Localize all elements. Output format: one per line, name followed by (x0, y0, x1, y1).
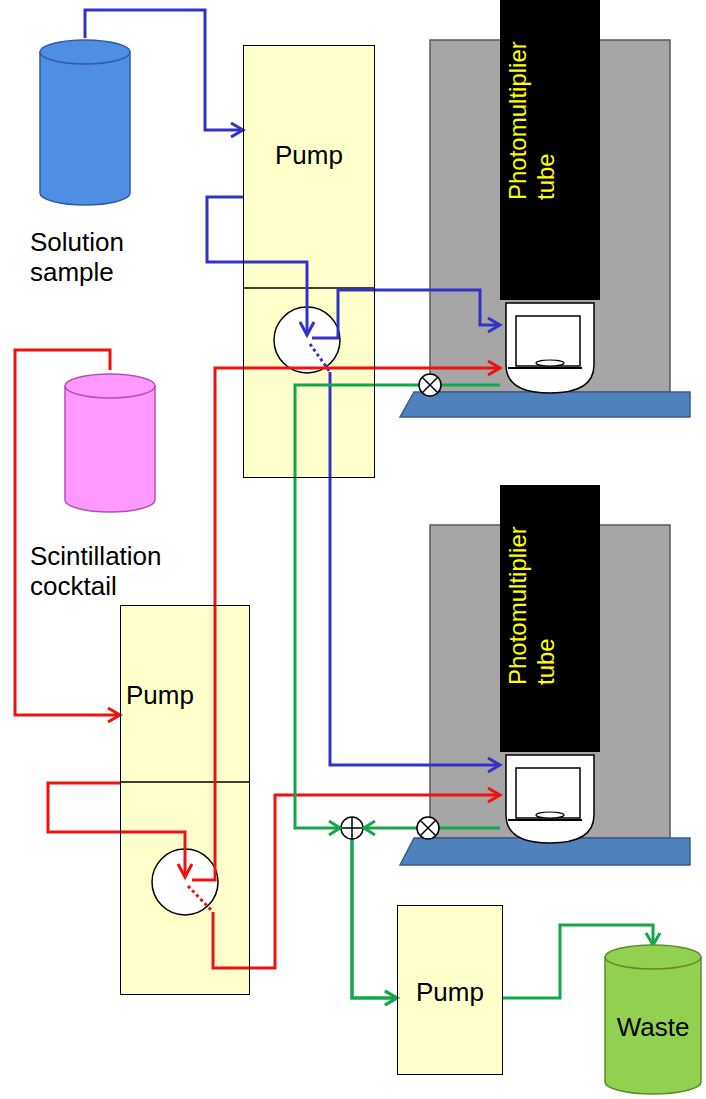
cylinder-shape (25, 370, 175, 514)
pump-fill (397, 905, 503, 1075)
sample-dish (536, 812, 564, 818)
flow-line (375, 290, 500, 332)
valve-path (188, 886, 213, 912)
base-plate (400, 392, 690, 417)
pump-label: Pump (275, 141, 343, 171)
vial (516, 768, 580, 818)
pump-loop (48, 783, 185, 876)
arrow-head (364, 821, 375, 835)
pump-label: Pump (416, 978, 484, 1008)
container-cylinder: Scintillation cocktail (25, 370, 175, 602)
arrow-head (329, 821, 340, 835)
pump-outlet (192, 605, 215, 880)
pump-outlet (329, 372, 332, 478)
flow-line (250, 788, 500, 968)
flow-line (330, 478, 500, 772)
arrow-head (488, 788, 500, 802)
detector-label: Photomultiplier tube (504, 485, 559, 685)
cylinder-top (40, 40, 130, 64)
valve-symbol (417, 817, 439, 839)
cylinder-shape (25, 38, 150, 207)
vial-chamber (506, 303, 594, 393)
tube-body (500, 0, 600, 300)
photomultiplier-tube: Photomultiplier tube (500, 485, 600, 845)
sample-dish (536, 360, 564, 366)
vial (516, 316, 580, 366)
pump-loop (207, 197, 307, 334)
arrow-head (488, 361, 500, 375)
arrow-head (385, 991, 397, 1005)
vial-tray (508, 367, 582, 369)
flow-line (215, 361, 500, 605)
vial-tray (508, 819, 582, 821)
arrow-head (488, 758, 500, 772)
valve-circle (419, 374, 441, 396)
pump-box: Pump (397, 905, 503, 1075)
pump-fill (120, 605, 250, 995)
cylinder-body (40, 52, 130, 205)
flow-path (250, 795, 500, 968)
valve-cross (422, 377, 438, 393)
container-label: Scintillation cocktail (25, 542, 175, 602)
tube-body (500, 485, 600, 752)
arrow-head (108, 708, 120, 722)
pump-outlet (213, 912, 250, 968)
pump-divider (120, 781, 250, 783)
junction-plus (351, 817, 353, 839)
vial-chamber (506, 755, 594, 843)
container-label: Solution sample (25, 228, 150, 288)
valve-cross (420, 820, 436, 836)
photomultiplier-tube: Photomultiplier tube (500, 0, 600, 395)
arrow-head (231, 123, 243, 137)
junction-symbol (341, 817, 363, 839)
pump-box: Pump (243, 45, 375, 478)
arrow-head (300, 322, 314, 335)
arrow-head (488, 318, 500, 332)
valve-cross (420, 820, 436, 836)
container-cylinder: Waste (604, 945, 702, 1095)
cylinder-body (65, 386, 155, 512)
valve-circle (417, 817, 439, 839)
junction-circle (341, 817, 363, 839)
flow-path (215, 368, 500, 605)
container-label: Waste (604, 1013, 702, 1043)
pump-box: Pump (120, 605, 250, 995)
arrow-head (178, 864, 192, 877)
cylinder-top (605, 945, 701, 969)
flow-path (375, 290, 500, 325)
arrow-head (646, 933, 660, 945)
flow-path (352, 828, 500, 998)
valve-cross (422, 377, 438, 393)
pump-outlet (312, 290, 375, 338)
pump-label: Pump (126, 681, 194, 711)
valve-symbol (419, 374, 441, 396)
cylinder-body (605, 957, 701, 1094)
detector-label: Photomultiplier tube (504, 0, 559, 200)
cylinder-top (65, 374, 155, 398)
flow-path (330, 478, 500, 765)
container-cylinder: Solution sample (25, 38, 150, 288)
